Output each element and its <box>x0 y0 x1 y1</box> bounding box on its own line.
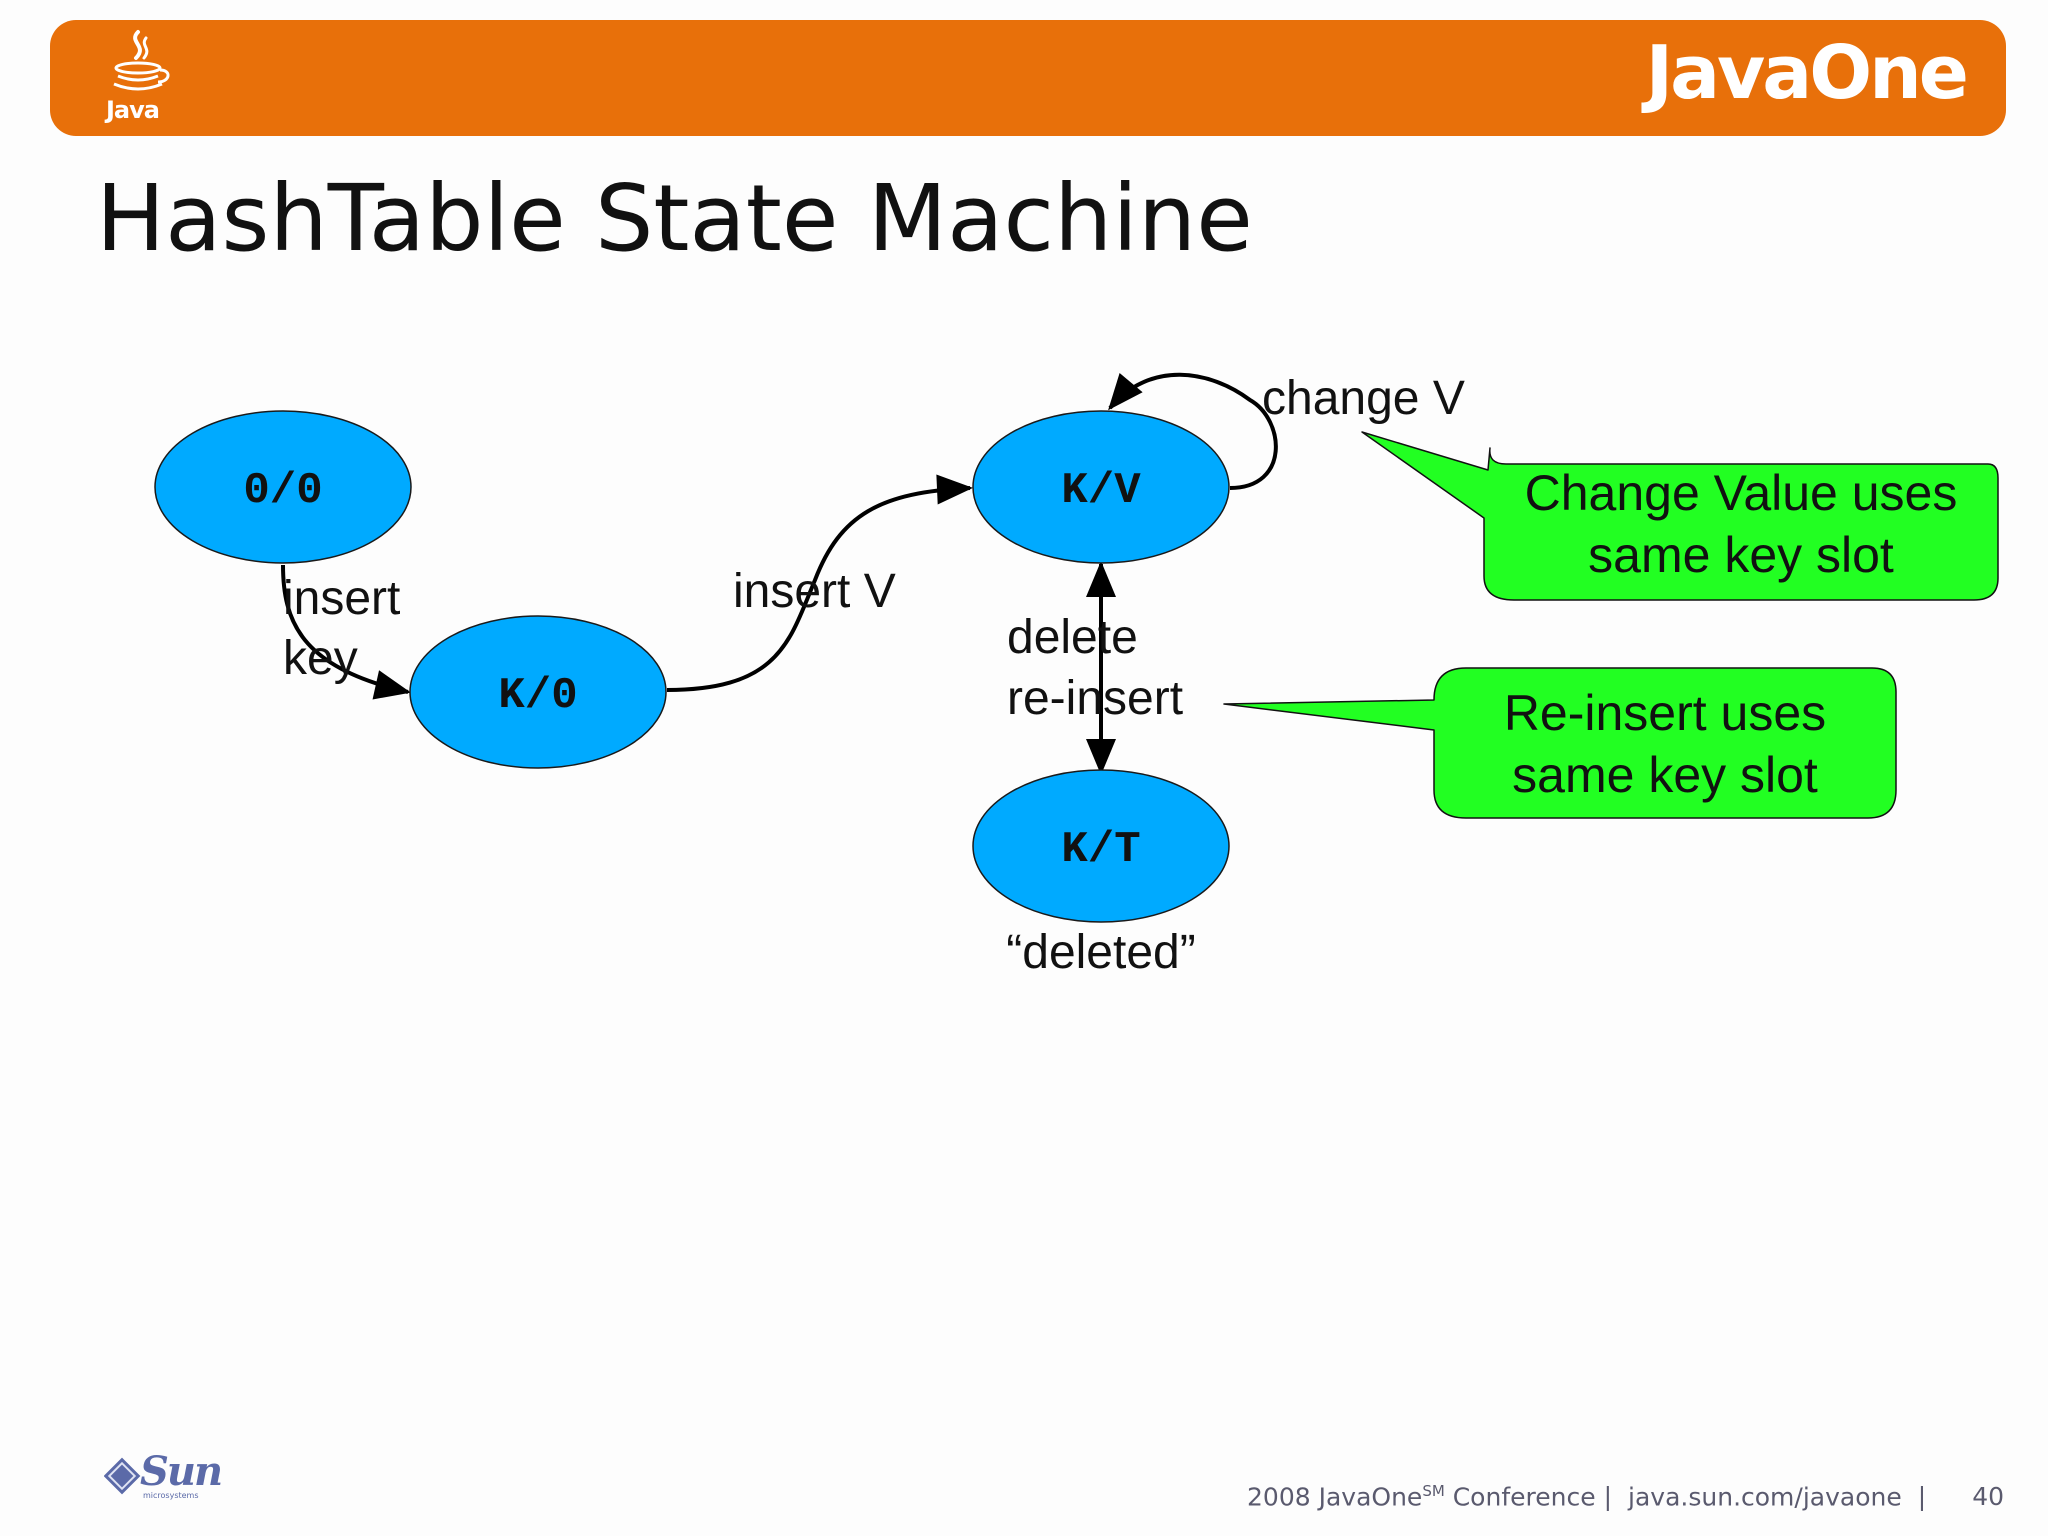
node-label-key-only: K/0 <box>498 671 577 721</box>
footer-conference-prefix: 2008 JavaOne <box>1247 1482 1423 1512</box>
node-label-tombstone: K/T <box>1061 825 1140 875</box>
state-node-key-value: K/V <box>972 410 1230 564</box>
java-logo-text: Java <box>106 96 160 124</box>
sun-microsystems-logo-icon <box>104 1457 141 1495</box>
footer-conference-sup: SM <box>1422 1482 1445 1500</box>
state-node-key-only: K/0 <box>409 615 667 769</box>
java-cup-logo-icon <box>113 30 170 91</box>
state-node-empty: 0/0 <box>154 410 412 564</box>
edge-insert-value <box>666 474 973 692</box>
footer-separator-2: | <box>1917 1482 1927 1512</box>
callout-change-value-line1: Change Value uses <box>1525 465 1958 521</box>
footer-page-number: 40 <box>1972 1482 2004 1512</box>
edge-label-insert-value: insert V <box>733 565 896 618</box>
edge-label-insert-key-line2: key <box>283 632 358 685</box>
edge-label-reinsert: re-insert <box>1007 672 1183 725</box>
tombstone-caption: “deleted” <box>1006 926 1195 979</box>
footer-separator: | <box>1603 1482 1613 1512</box>
edge-change-value-loop <box>1108 372 1278 490</box>
edge-insert-key <box>281 564 411 700</box>
footer-url[interactable]: java.sun.com/javaone <box>1628 1482 1902 1512</box>
sun-logo-text: Sun <box>140 1448 223 1495</box>
node-label-key-value: K/V <box>1061 466 1141 516</box>
edge-label-delete: delete <box>1007 611 1138 664</box>
sun-logo-subtext: microsystems <box>143 1491 199 1500</box>
state-node-tombstone: K/T <box>972 769 1230 923</box>
callout-reinsert: Re-insert uses same key slot <box>1223 667 1897 819</box>
callout-change-value-line2: same key slot <box>1588 527 1894 583</box>
callout-change-value: Change Value uses same key slot <box>1361 431 1999 601</box>
footer: 2008 JavaOneSM Conference|java.sun.com/j… <box>1247 1482 2004 1511</box>
page-title: HashTable State Machine <box>96 165 1253 272</box>
node-label-empty: 0/0 <box>243 466 322 516</box>
javaone-brand: JavaOne <box>1645 30 1969 116</box>
edge-label-change-value: change V <box>1262 372 1465 425</box>
edge-label-insert-key-line1: insert <box>283 572 400 625</box>
callout-reinsert-line1: Re-insert uses <box>1504 685 1826 741</box>
callout-reinsert-line2: same key slot <box>1512 747 1818 803</box>
footer-conference-suffix: Conference <box>1444 1482 1596 1512</box>
header-bar <box>50 20 2006 136</box>
